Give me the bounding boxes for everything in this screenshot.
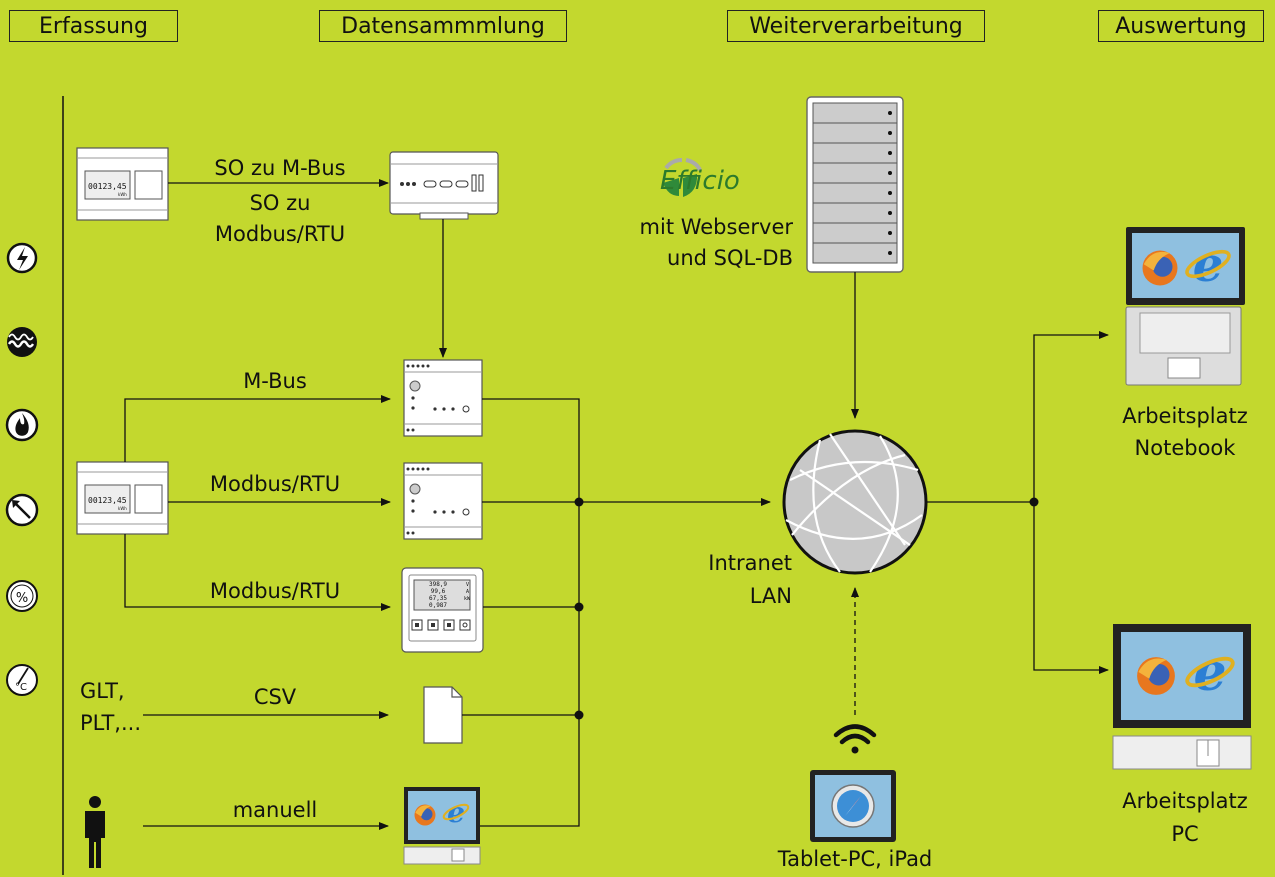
link-label-csv: CSV (253, 685, 297, 709)
desktop-pc-icon (1112, 624, 1252, 770)
csv-document-icon (423, 686, 463, 744)
manual-input-pc-icon (403, 787, 481, 865)
source-label-plt: PLT,... (80, 711, 142, 735)
stage-header-weiterverarbeitung: Weiterverarbeitung (727, 10, 985, 42)
temperature-celsius-icon: °C (6, 664, 38, 696)
s0-converter-device (389, 151, 499, 220)
network-label-line1: Intranet (708, 551, 792, 575)
svg-text:%: % (16, 591, 28, 606)
link-label-modbus-1: Modbus/RTU (209, 472, 341, 496)
stage-header-erfassung: Erfassung (9, 10, 178, 42)
efficio-brand: Efficio (660, 166, 740, 196)
link-label-mbus: M-Bus (243, 369, 307, 393)
meter-middle-value: 00123,45 (88, 496, 127, 505)
meter-top-unit: kWh (118, 192, 127, 197)
multimeter-unit-2: A (466, 589, 469, 595)
meter-middle-unit: kWh (118, 506, 127, 511)
pc-label-line2: PC (1171, 822, 1199, 846)
multimeter-device (401, 567, 484, 653)
energy-meter-top (76, 147, 169, 221)
svg-text:°C: °C (15, 682, 27, 693)
pc-label-line1: Arbeitsplatz (1122, 789, 1248, 813)
link-label-s0-modbus-line2: Modbus/RTU (214, 222, 346, 246)
multimeter-row-4: 0,987 (429, 602, 447, 609)
server-label-line1: mit Webserver (639, 215, 793, 239)
network-label-line2: LAN (749, 584, 792, 608)
connector-lines (124, 179, 1109, 830)
stage-header-datensammlung: Datensammmlung (319, 10, 567, 42)
humidity-percent-icon: % (6, 580, 38, 612)
link-label-modbus-2: Modbus/RTU (209, 579, 341, 603)
notebook-computer-icon (1125, 227, 1245, 386)
wifi-icon (833, 724, 877, 754)
source-label-glt: GLT, (80, 679, 125, 703)
multimeter-row-2: 99,6 (431, 588, 446, 595)
network-globe-icon (782, 429, 928, 575)
server-label-line2: und SQL-DB (667, 246, 793, 270)
multimeter-row-3: 67,35 (429, 595, 447, 602)
energy-meter-middle (76, 461, 169, 535)
efficio-logo-icon (663, 158, 702, 197)
mbus-gateway-device (403, 359, 483, 437)
tablet-safari-icon (810, 770, 896, 842)
multimeter-unit-3: kW (464, 596, 471, 602)
gauge-arrow-icon (5, 493, 39, 527)
multimeter-row-1: 398,9 (429, 581, 447, 588)
meter-top-value: 00123,45 (88, 182, 127, 191)
stage-header-auswertung: Auswertung (1098, 10, 1264, 42)
tablet-label: Tablet-PC, iPad (777, 847, 933, 871)
junction-dots (574, 497, 1039, 720)
link-label-manuell: manuell (232, 798, 318, 822)
link-label-s0-modbus-line1: SO zu (249, 191, 311, 215)
multimeter-unit-1: V (466, 582, 469, 588)
notebook-label-line1: Arbeitsplatz (1122, 404, 1248, 428)
water-icon (7, 327, 37, 357)
flame-icon (5, 408, 39, 442)
person-icon (85, 796, 105, 868)
server-rack-icon (806, 96, 904, 273)
notebook-label-line2: Notebook (1134, 436, 1236, 460)
modbus-gateway-device (403, 462, 483, 540)
lightning-icon (6, 242, 38, 274)
link-label-s0-mbus: SO zu M-Bus (214, 156, 346, 180)
